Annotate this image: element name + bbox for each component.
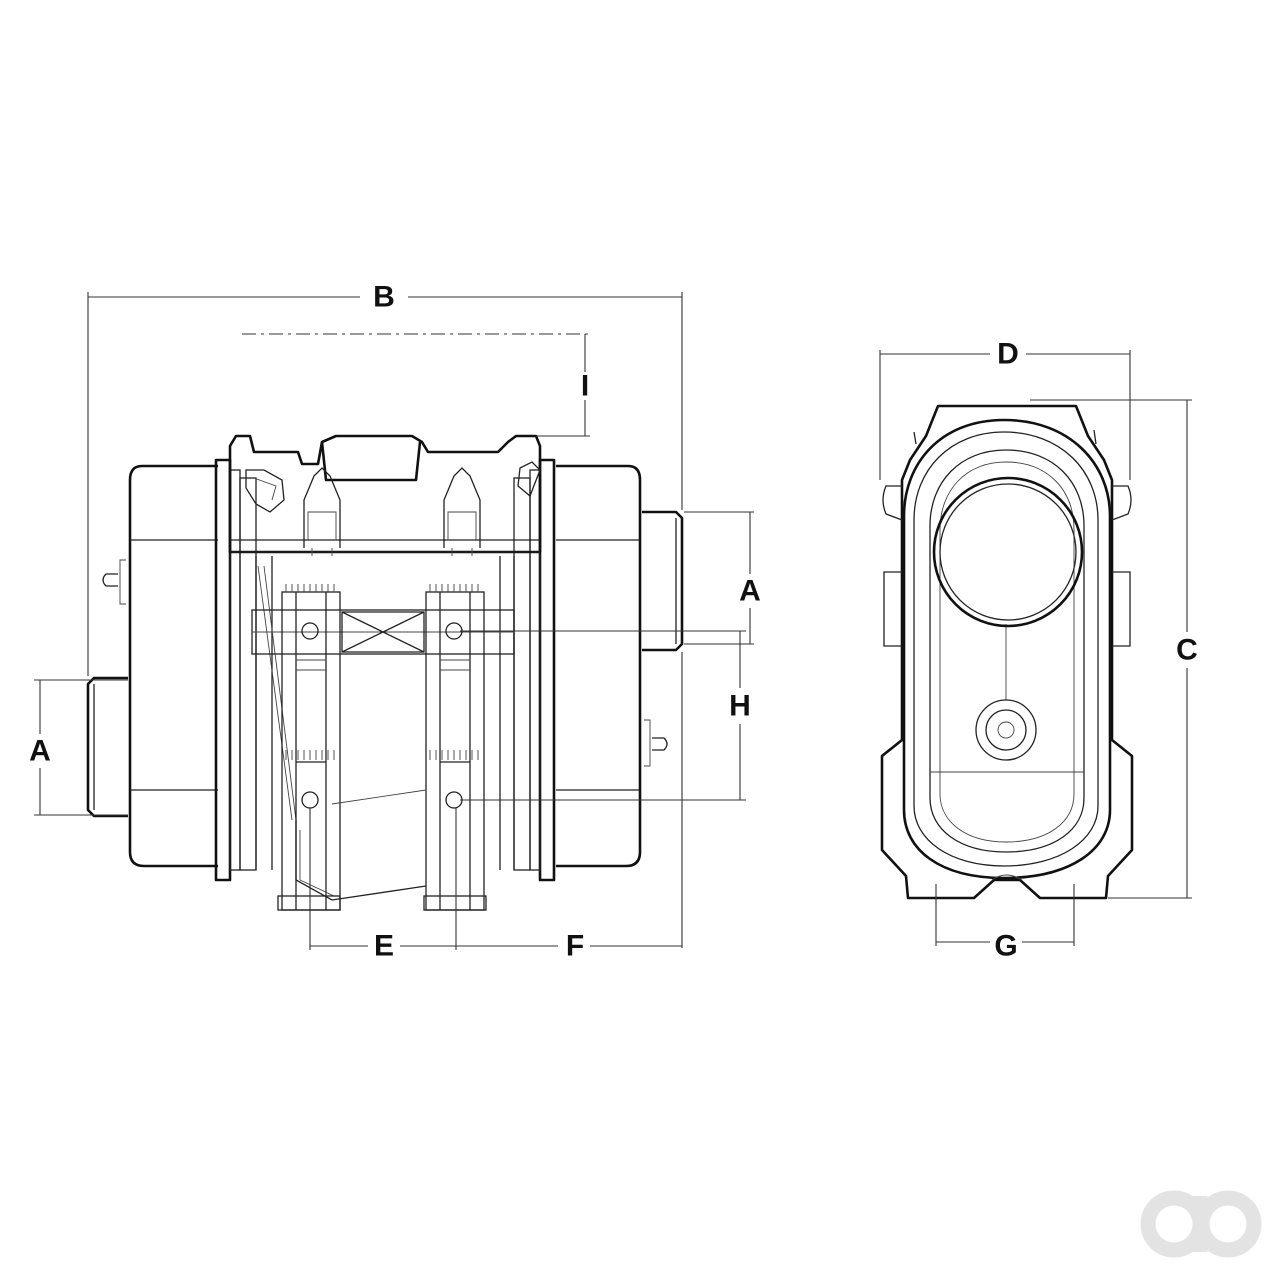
mounting-hole — [301, 791, 319, 809]
dimension-label-g: G — [994, 930, 1017, 963]
end-view-body — [880, 404, 1134, 900]
dimension-label-c: C — [1176, 634, 1198, 667]
left-bracket — [281, 591, 341, 911]
mounting-hole — [445, 791, 463, 809]
left-latch — [303, 467, 341, 548]
watermark-logo — [1140, 1190, 1262, 1258]
left-foot — [277, 895, 341, 911]
end-view-band-outer — [902, 418, 1112, 880]
dimension-label-e: E — [374, 930, 394, 963]
right-foot — [423, 895, 487, 911]
right-bracket — [425, 591, 485, 911]
mounting-hole — [445, 622, 463, 640]
left-outlet-pipe — [86, 676, 128, 818]
end-view — [880, 404, 1134, 900]
side-view — [86, 434, 684, 911]
right-end-cap — [556, 464, 642, 868]
dimension-label-i: I — [581, 370, 589, 403]
right-stub-pin — [652, 737, 668, 751]
right-latch — [443, 467, 481, 548]
bracket-ribs — [285, 584, 479, 760]
cross-brace — [341, 611, 425, 653]
dimension-label-h: H — [729, 690, 751, 723]
dimension-label-a-left: A — [29, 735, 51, 768]
top-housing — [228, 434, 542, 554]
top-handle — [320, 441, 422, 482]
left-buckle — [245, 469, 285, 513]
left-stub-pin — [102, 573, 118, 587]
dimension-label-f: F — [566, 930, 584, 963]
end-view-inner-panel — [929, 449, 1085, 853]
dimension-label-d: D — [997, 338, 1019, 371]
dimension-label-a-right: A — [739, 575, 761, 608]
outlet-port — [932, 476, 1084, 628]
drain-valve — [975, 699, 1037, 761]
mounting-hole — [301, 622, 319, 640]
right-inlet-pipe — [642, 510, 684, 652]
dimensions — [34, 292, 1192, 950]
dimension-label-b: B — [373, 281, 395, 314]
left-end-cap — [128, 464, 218, 868]
